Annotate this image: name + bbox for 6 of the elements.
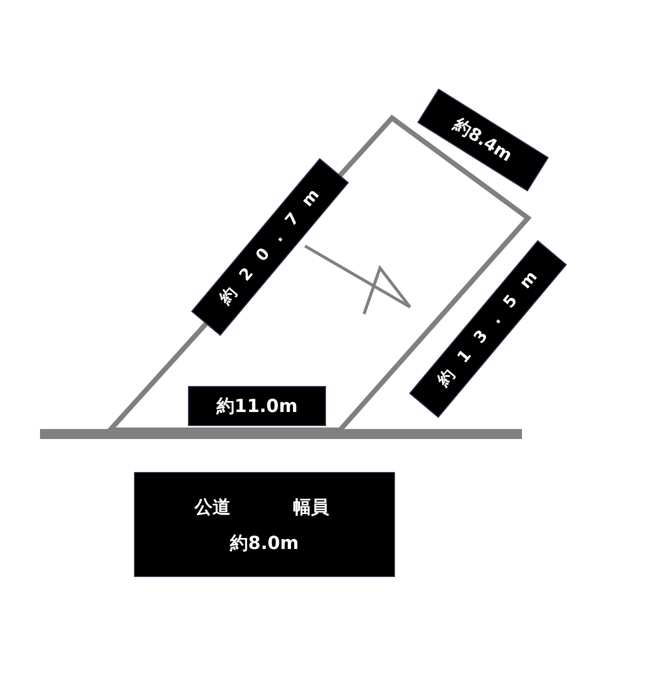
dimension-text: 約11.0m	[216, 395, 298, 418]
dimension-text: 約8.0m	[230, 532, 299, 556]
dimension-text: 公道	[194, 496, 231, 519]
dimension-text: 幅員	[293, 496, 330, 519]
label-box	[188, 386, 326, 426]
label-box	[134, 472, 395, 577]
